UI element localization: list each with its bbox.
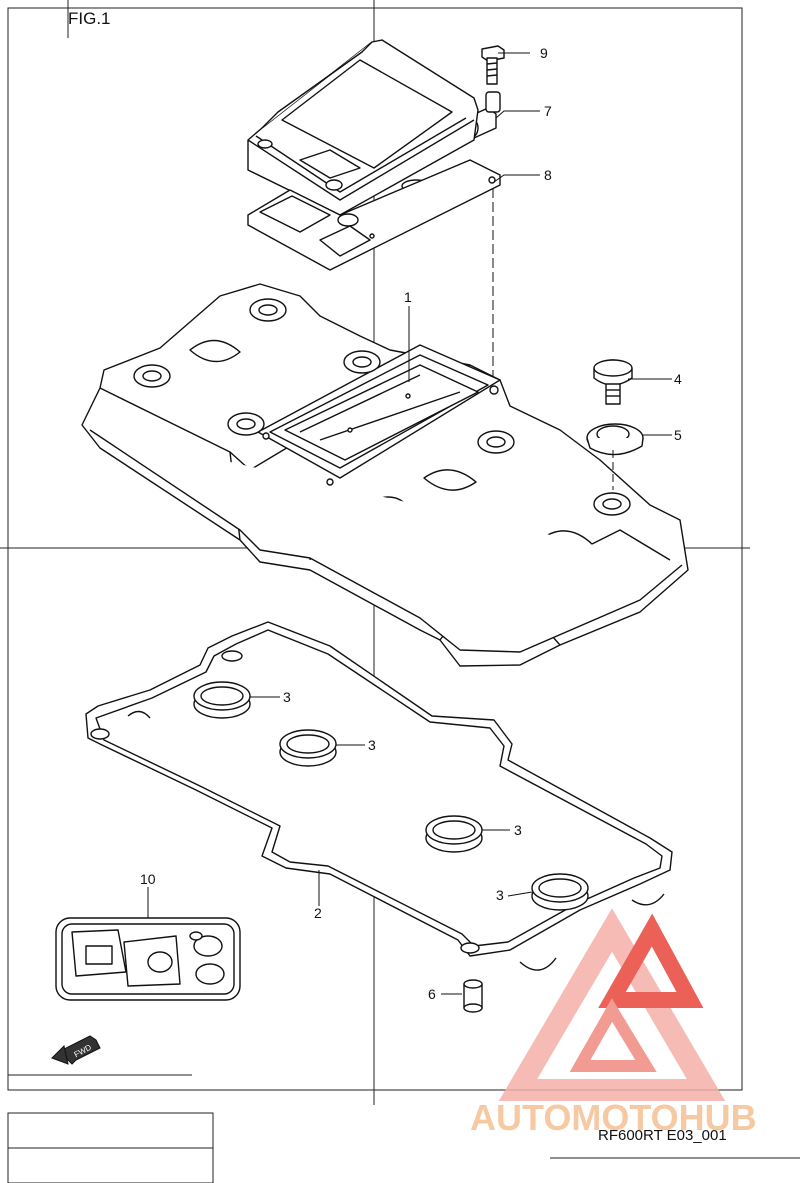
- reference-code: RF600RT E03_001: [598, 1127, 727, 1144]
- plug-gasket-part-3-b: [279, 729, 337, 767]
- plug-gasket-part-3-d: [531, 873, 589, 911]
- callout-2: 2: [314, 905, 322, 921]
- watermark-text: AUTOMOTOHUB: [470, 1097, 757, 1138]
- seal-washer-part-5: [586, 423, 644, 456]
- dowel-pin-part-6: [463, 979, 483, 1013]
- callout-8: 8: [544, 167, 552, 183]
- callout-5: 5: [674, 427, 682, 443]
- screw-part-4: [593, 359, 633, 405]
- plug-gasket-part-3-a: [193, 681, 251, 719]
- callout-9: 9: [540, 45, 548, 61]
- watermark-logo: [498, 908, 726, 1101]
- fwd-direction-arrow: FWD: [51, 1035, 101, 1065]
- callout-3-a: 3: [283, 689, 291, 705]
- bolt-part-9: [481, 45, 505, 85]
- gasket-set-part-10: [55, 917, 241, 1001]
- callout-6: 6: [428, 986, 436, 1002]
- callout-3-d: 3: [496, 887, 504, 903]
- leader-lines: [147, 52, 672, 995]
- figure-title: FIG.1: [68, 9, 111, 28]
- callout-3-b: 3: [368, 737, 376, 753]
- callout-3-c: 3: [514, 822, 522, 838]
- plug-gasket-part-3-c: [425, 815, 483, 853]
- callout-4: 4: [674, 371, 682, 387]
- cylinder-head-cover-part-1: [81, 283, 689, 667]
- breather-cover: [247, 39, 479, 216]
- callout-7: 7: [544, 103, 552, 119]
- callout-10: 10: [140, 871, 156, 887]
- gasket-part-8: [247, 159, 501, 271]
- callout-1: 1: [404, 289, 412, 305]
